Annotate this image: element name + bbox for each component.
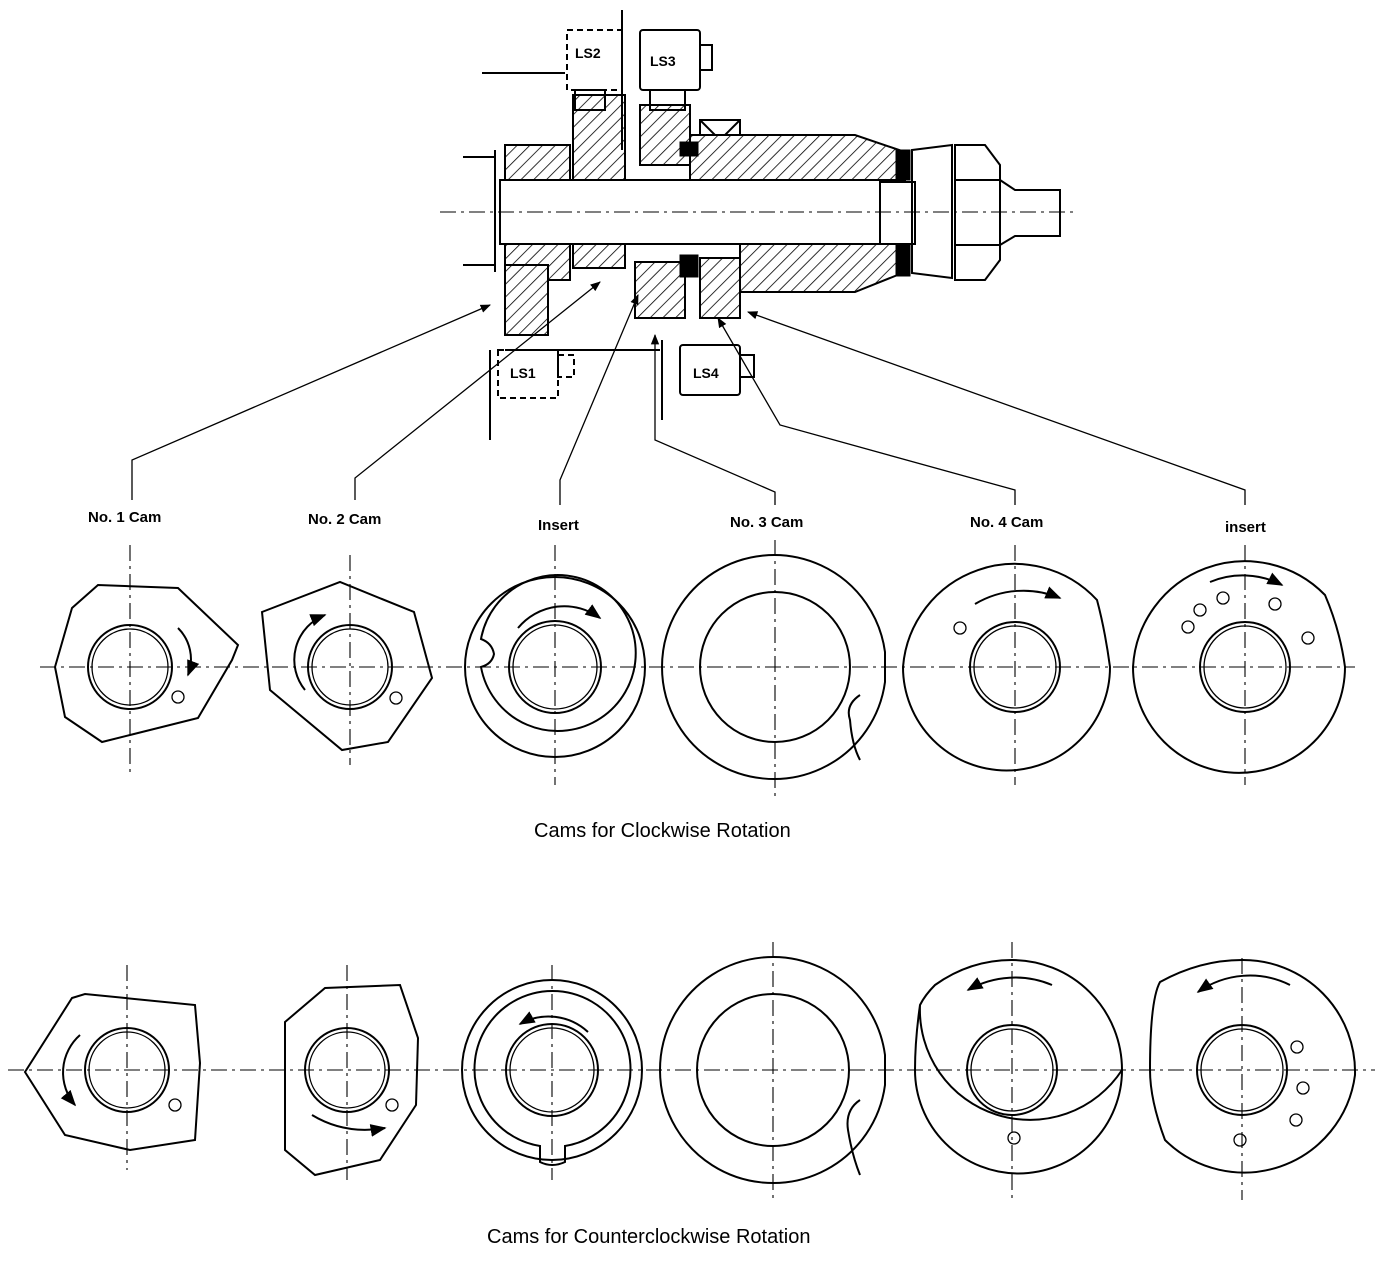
ls2-label: LS2 (575, 45, 601, 61)
hex-nut (954, 144, 1001, 281)
shaft-assembly (440, 10, 1075, 440)
limit-switch-ls2: LS2 (566, 29, 623, 111)
label-insert2: insert (1225, 519, 1266, 536)
housing-right-upper (689, 134, 906, 181)
leader-cam2 (354, 281, 601, 500)
ccw-cam4 (913, 942, 1124, 1200)
cw-insert1 (464, 545, 646, 785)
insert-lower-section (634, 261, 686, 319)
ccw-cam2 (284, 965, 420, 1180)
limit-switch-ls1: LS1 (497, 349, 575, 399)
leader-cam3 (650, 333, 776, 505)
cw-cam1 (53, 545, 240, 775)
ccw-cam2-arrow (311, 1114, 387, 1137)
leader-lines (131, 281, 1246, 505)
label-cam1: No. 1 Cam (88, 509, 161, 526)
ccw-cam1-arrow (60, 1034, 81, 1107)
ccw-insert2-arrow (1196, 974, 1291, 993)
cw-cam4-arrow (974, 586, 1062, 605)
washer (879, 181, 916, 245)
leader-insert2 (747, 311, 1246, 505)
ls4-label: LS4 (693, 365, 719, 381)
cam1-section (504, 264, 549, 336)
cw-cam1-arrow (177, 627, 200, 677)
label-cam3: No. 3 Cam (730, 514, 803, 531)
left-flange (463, 156, 496, 266)
ring-upper (679, 141, 699, 157)
ls3-label: LS3 (650, 53, 676, 69)
cw-cam2-arrow (293, 614, 327, 691)
cam2-section (572, 94, 626, 181)
label-cam2: No. 2 Cam (308, 511, 381, 528)
label-cam4: No. 4 Cam (970, 514, 1043, 531)
housing-upper-left (504, 144, 571, 181)
seal-upper (895, 149, 911, 181)
leader-cam4 (717, 317, 1016, 505)
lock-washer (911, 143, 953, 280)
ls1-label: LS1 (510, 365, 536, 381)
cw-insert2-arrow (1209, 572, 1284, 586)
shaft-end (999, 179, 1061, 246)
cw-cam2 (260, 555, 434, 765)
cam4-section (699, 257, 741, 319)
caption-counterclockwise: Cams for Counterclockwise Rotation (487, 1226, 810, 1248)
ccw-insert1-arrow (518, 1011, 589, 1033)
limit-switch-ls4: LS4 (679, 344, 755, 396)
ccw-cam1 (23, 965, 202, 1170)
leader-cam1 (131, 304, 491, 500)
caption-clockwise: Cams for Clockwise Rotation (534, 820, 791, 842)
cw-insert1-arrow (517, 604, 602, 629)
ring-lower (679, 254, 699, 278)
leader-insert1 (559, 294, 639, 505)
ccw-cam4-arrow (966, 976, 1053, 991)
housing-right-lower (739, 243, 906, 293)
ccw-cam3 (659, 942, 886, 1200)
ccw-insert1 (461, 965, 643, 1180)
label-insert1: Insert (538, 517, 579, 534)
ccw-insert2 (1148, 958, 1357, 1200)
cam2-lower-section (572, 243, 626, 269)
cw-insert2 (1131, 545, 1347, 785)
cw-cam3 (661, 540, 886, 800)
seal-lower (895, 243, 911, 277)
cw-cam4 (901, 545, 1112, 785)
limit-switch-ls3: LS3 (639, 29, 713, 111)
